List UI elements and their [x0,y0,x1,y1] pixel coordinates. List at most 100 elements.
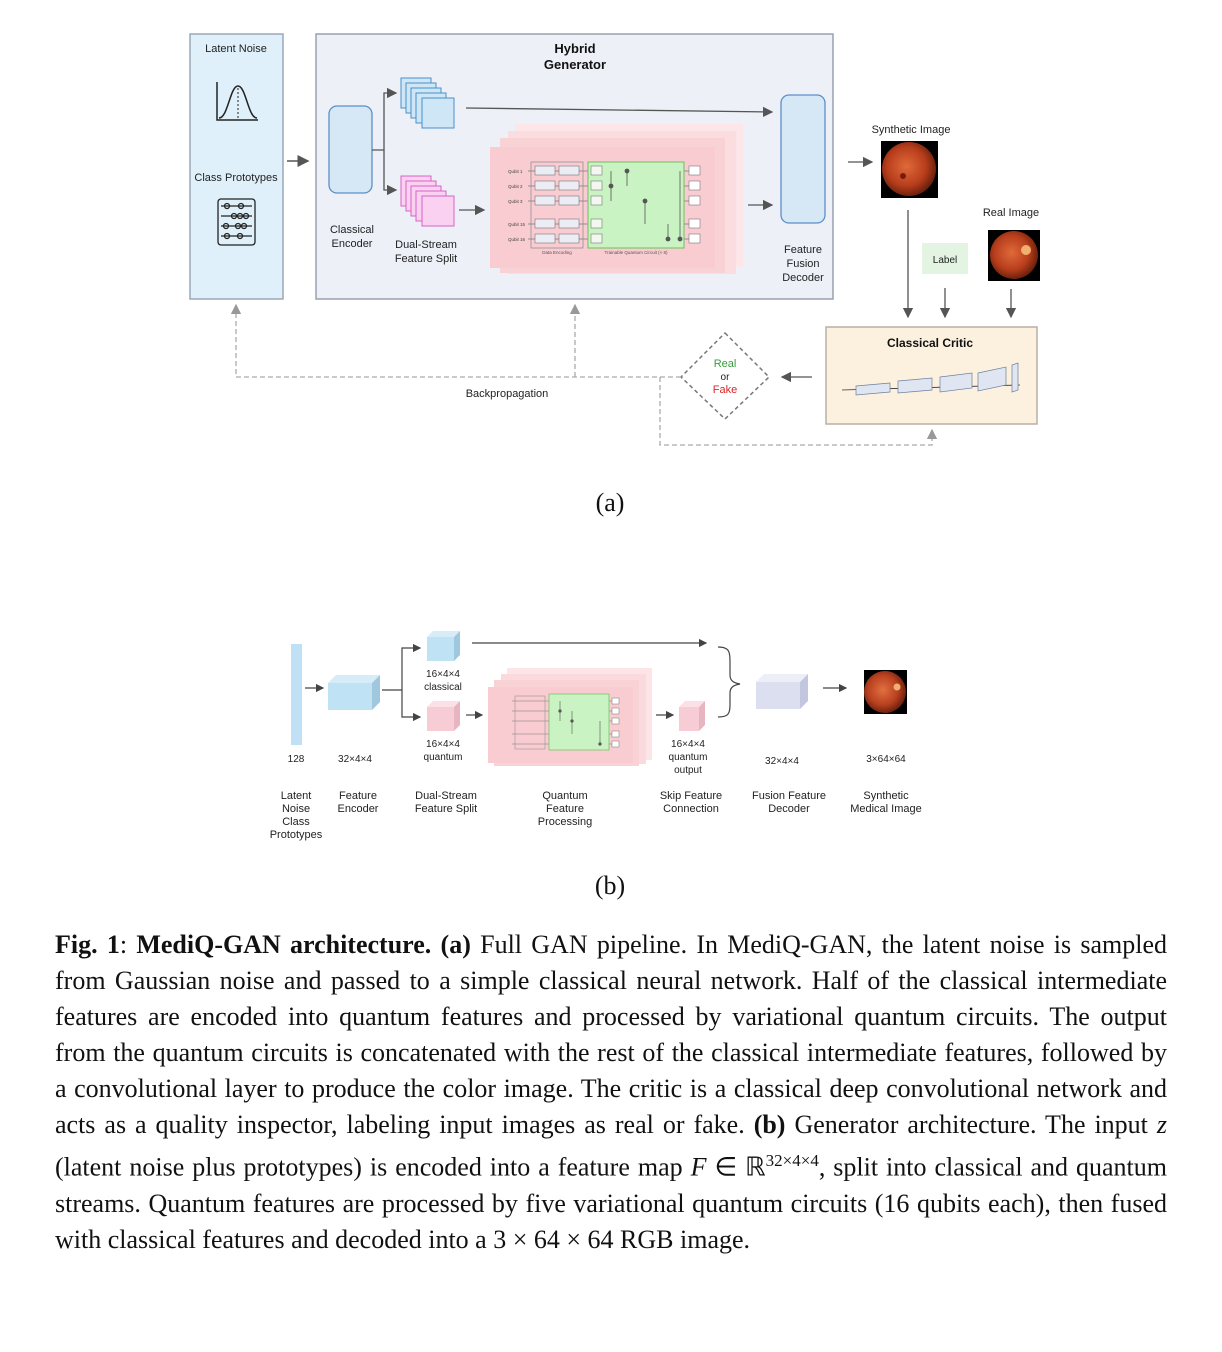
dim-output: 3×64×64 [866,754,906,765]
caption-in: ∈ ℝ [714,1152,766,1182]
caption-z: z [1156,1110,1168,1139]
real-image [988,230,1040,281]
stage-split-1: Dual-Stream [415,790,477,802]
gaussian-icon [216,82,258,121]
label-text: Label [933,255,957,266]
dim-classical: 16×4×4 classical [413,668,473,694]
caption-fig-label: Fig. 1 [55,930,120,959]
caption-sup: 32×4×4 [765,1151,819,1170]
classical-encoder-block [328,105,373,194]
dim-encoder: 32×4×4 [338,754,372,765]
dim-classical-2: classical [424,682,462,693]
fusion-label-3: Decoder [782,272,824,284]
stage-skip-2: Connection [663,803,719,815]
stage-fusion: Fusion Feature Decoder [745,790,833,816]
quantum-processing-stack [488,668,652,766]
caption-b-text-2: (latent noise plus prototypes) is encode… [55,1152,683,1182]
qubit-label-2: Qubit 2 [508,184,523,189]
stage-skip-1: Skip Feature [659,790,723,802]
real-fake-diamond [679,331,771,421]
stage-encoder-2: Encoder [337,803,379,815]
classical-feature-stack [400,77,455,129]
stage-latent-2: Noise [281,803,311,815]
stage-split-2: Feature Split [414,803,478,815]
stage-skip: Skip Feature Connection [650,790,732,816]
qubit-label-15: Qubit 15 [508,222,526,227]
caption-title: MediQ-GAN architecture. [136,930,432,959]
stage-output: Synthetic Medical Image [843,790,929,816]
quantum-stream-cube [427,701,460,731]
fusion-decoder-cube [756,674,808,709]
synthetic-image [881,141,938,198]
dim-qout-2: quantum [668,752,708,763]
stage-quantum: Quantum Feature Processing [530,790,600,829]
dim-qout-1: 16×4×4 [671,739,705,750]
dim-128: 128 [287,754,305,765]
stage-latent-4: Prototypes [269,829,323,841]
quantum-feature-stack [400,175,455,227]
stage-quantum-1: Quantum [542,790,588,802]
stage-split: Dual-Stream Feature Split [405,790,487,816]
dim-fusion: 32×4×4 [765,756,799,767]
generator-title-2: Generator [544,57,606,72]
critic-title: Classical Critic [887,336,973,350]
concat-brace [717,646,741,718]
classical-encoder-label-1: Classical [330,224,374,236]
stage-latent-1: Latent [280,790,312,802]
subfigure-a-label: (a) [595,488,625,517]
classical-encoder-label-2: Encoder [332,238,373,250]
qubit-label-3: Qubit 3 [508,199,523,204]
synthetic-image-label: Synthetic Image [872,124,951,136]
feature-encoder-cube [328,675,380,710]
generator-title-1: Hybrid [554,41,595,56]
caption-b-text-1: Generator architecture. The input [794,1110,1148,1139]
quantum-circuit-stack: Qubit 1 Qubit 2 Qubit 3 Qubit 15 Qubit 1… [490,124,743,274]
real-image-label: Real Image [983,207,1039,219]
dual-stream-label-1: Dual-Stream [395,239,457,251]
abacus-icon [217,198,256,246]
fake-label: Fake [713,384,737,396]
stage-latent-3: Class [282,816,310,828]
latent-noise-label: Latent Noise [205,43,267,55]
class-prototypes-label: Class Prototypes [194,172,278,184]
dim-quantum: 16×4×4 quantum [413,738,473,764]
figure-b-diagram [291,631,907,766]
dim-quantum-2: quantum [423,752,463,763]
caption-a-text: Full GAN pipeline. In MediQ-GAN, the lat… [55,930,1168,1139]
backpropagation-label: Backpropagation [466,388,549,400]
classical-stream-cube [427,631,460,661]
data-encoding-label: Data Encoding [542,250,572,255]
dim-qout-3: output [674,765,702,776]
caption-b-text-3: , split into classical and quantum strea… [55,1152,1167,1254]
caption-b-label: (b) [753,1110,786,1139]
stage-quantum-2: Feature [546,803,584,815]
dim-quantum-1: 16×4×4 [426,739,460,750]
caption-F: F [690,1152,707,1182]
qubit-label-16: Qubit 16 [508,237,526,242]
critic-cnn-icon [841,362,1021,396]
synthetic-medical-image [864,670,907,714]
dual-stream-label-2: Feature Split [395,253,457,265]
trainable-circuit-label: Trainable Quantum Circuit (× 8) [605,250,668,255]
stage-fusion-2: Decoder [768,803,810,815]
real-label: Real [714,358,737,370]
stage-latent: Latent Noise Class Prototypes [260,790,332,842]
stage-output-2: Medical Image [850,803,922,815]
dim-classical-1: 16×4×4 [426,669,460,680]
stage-quantum-3: Processing [537,816,593,828]
stage-fusion-1: Fusion Feature [752,790,826,802]
fusion-decoder-block [780,94,826,224]
stage-output-1: Synthetic [863,790,909,802]
fusion-label-2: Fusion [786,258,819,270]
subfigure-b-label: (b) [594,871,626,900]
latent-panel [189,33,284,300]
caption-a-label: (a) [440,930,471,959]
dim-quantum-output: 16×4×4 quantum output [658,738,718,777]
qubit-label-1: Qubit 1 [508,169,523,174]
figure-a-diagram: Latent Noise Class Prototypes Hybrid Gen… [189,33,1040,446]
stage-encoder: Feature Encoder [325,790,391,816]
stage-encoder-1: Feature [339,790,377,802]
fusion-label-1: Feature [784,244,822,256]
or-label: or [721,372,731,383]
label-box [922,243,968,274]
